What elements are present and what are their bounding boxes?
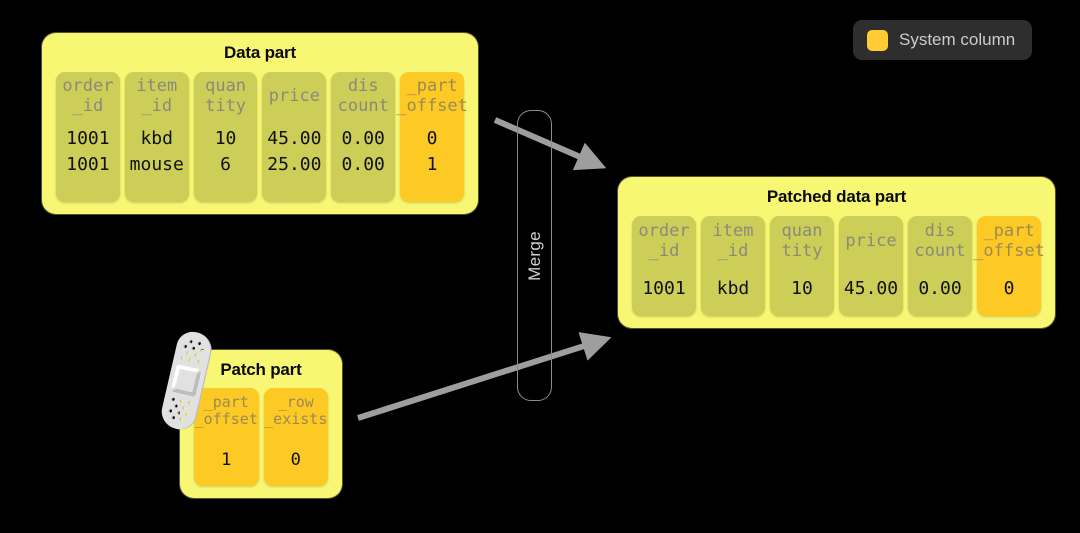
patch-part-title: Patch part [220, 360, 302, 379]
column-header: order _id [62, 76, 114, 116]
column-values: 10 [791, 276, 813, 302]
column-price: price 45.00 25.00 [262, 72, 327, 202]
cell: 10 [791, 278, 813, 299]
column-header: dis count [337, 76, 389, 116]
patched-data-part-title: Patched data part [766, 187, 907, 206]
column-values: 45.00 25.00 [267, 126, 321, 177]
column-discount: dis count 0.00 0.00 [331, 72, 396, 202]
cell: 0.00 [918, 278, 962, 299]
cell: 45.00 [267, 128, 322, 149]
legend-label: System column [899, 30, 1016, 49]
column-order_id: order _id 1001 [632, 216, 696, 316]
column-values: 1001 [642, 276, 685, 302]
cell: 1 [426, 153, 438, 175]
cell: 0 [290, 450, 301, 470]
column-values: 0 [291, 448, 301, 472]
column-values: kbd mouse [130, 126, 184, 177]
cell: 0 [426, 128, 438, 149]
column-values: 0 [1004, 276, 1015, 302]
cell: 0.00 [341, 153, 385, 175]
data-part-title: Data part [224, 43, 296, 62]
column-_part_offset: _part _offset 0 [973, 216, 1045, 316]
column-values: kbd [717, 276, 750, 302]
column-header: quan tity [205, 76, 247, 116]
column-price: price 45.00 [839, 216, 903, 316]
cell: 6 [220, 153, 231, 175]
cell: 0.00 [341, 128, 385, 149]
column-header: item _id [136, 76, 178, 116]
column-header: price [268, 86, 320, 107]
column-order_id: order _id 1001 1001 [56, 72, 120, 202]
legend: System column [853, 20, 1033, 60]
cell: kbd [140, 128, 173, 149]
cell: 25.00 [267, 153, 322, 175]
cell: 1001 [66, 128, 110, 149]
column-values: 45.00 [844, 276, 898, 302]
cell: 1 [221, 450, 232, 470]
cell: 1001 [66, 153, 110, 175]
cell: 45.00 [843, 278, 899, 299]
legend-swatch-icon [867, 29, 888, 51]
column-values: 1 [221, 448, 231, 472]
merge-bar: Merge [517, 110, 552, 401]
column-_row_exists: _row _exists 0 [263, 388, 328, 486]
merge-label: Merge [524, 230, 544, 281]
cell: 1001 [642, 278, 686, 299]
column-values: 0.00 0.00 [342, 126, 385, 177]
column-header: item _id [712, 221, 754, 261]
merge-label-wrap: Merge [518, 111, 551, 400]
cell: 0 [1003, 278, 1015, 299]
column-header: _row _exists [264, 392, 328, 428]
cell: 10 [214, 128, 237, 149]
column-header: _part _offset [194, 392, 258, 428]
patch-part-box: Patch part _part _offset 1 _row _exists 0 [180, 350, 342, 498]
patch-part-columns: _part _offset 1 _row _exists 0 [194, 388, 328, 486]
column-quantity: quan tity 10 [770, 216, 834, 316]
patch-part-to-merge-arrow [357, 332, 612, 421]
cell: kbd [716, 278, 750, 299]
column-header: price [845, 231, 897, 252]
column-values: 1001 1001 [66, 126, 109, 177]
column-header: _part _offset [973, 221, 1045, 261]
cell: mouse [129, 153, 184, 175]
column-header: _part _offset [396, 76, 468, 116]
column-header: quan tity [781, 221, 823, 261]
column-_part_offset: _part _offset 1 [194, 388, 259, 486]
column-values: 0.00 [918, 276, 961, 302]
column-header: dis count [914, 221, 966, 261]
column-discount: dis count 0.00 [908, 216, 972, 316]
column-header: order _id [638, 221, 690, 261]
